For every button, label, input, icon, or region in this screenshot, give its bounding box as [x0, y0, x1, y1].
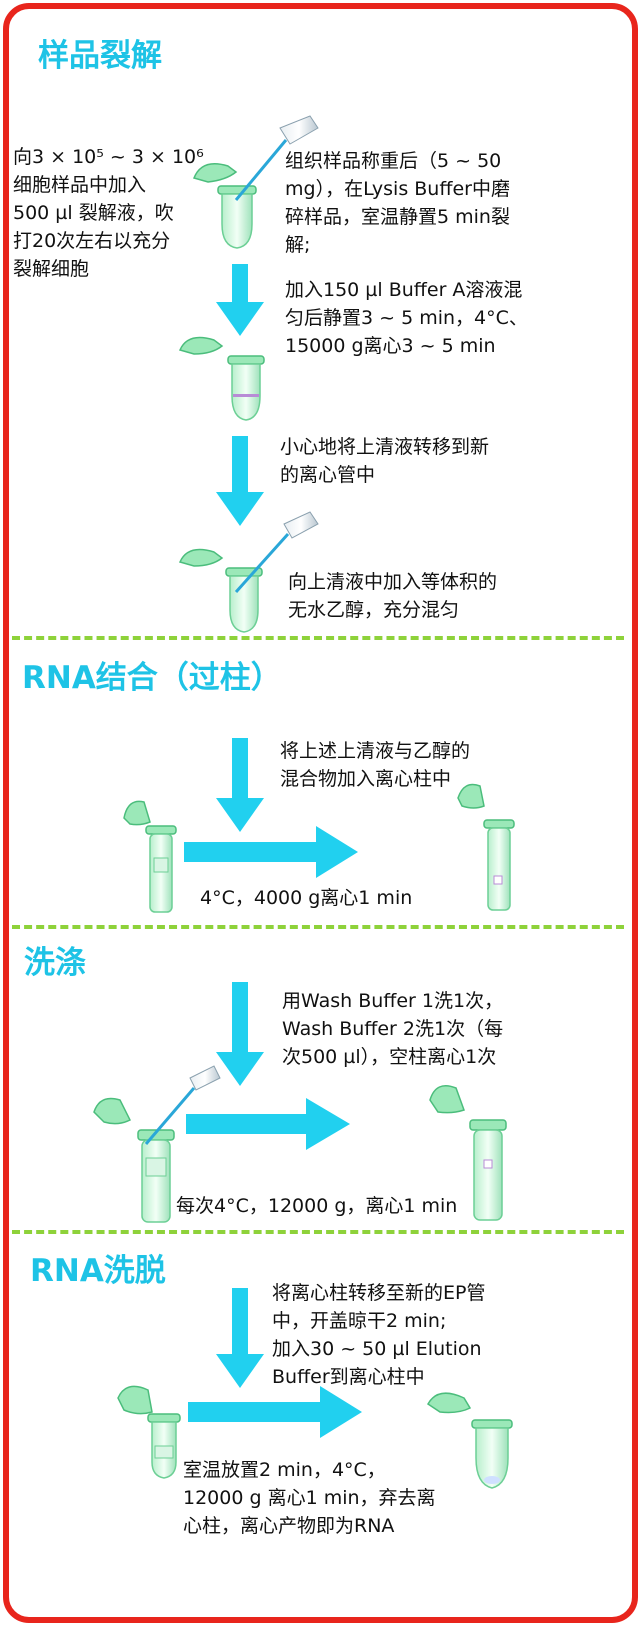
- arrow-down-icon: [216, 436, 264, 526]
- arrow-down-icon: [216, 264, 264, 336]
- load-column-text: 将上述上清液与乙醇的 混合物加入离心柱中: [280, 740, 471, 790]
- arrow-down-icon: [216, 1288, 264, 1388]
- pipette-icon: [234, 511, 319, 594]
- arrow-down-icon: [216, 738, 264, 832]
- pipette-icon: [144, 1065, 221, 1145]
- microtube-icon: [192, 163, 257, 249]
- microtube-icon: [178, 336, 265, 421]
- cells-lysis-text: 向3 × 10⁵ ~ 3 × 10⁶ 细胞样品中加入 500 µl 裂解液，吹 …: [13, 146, 204, 280]
- wash-step-text: 用Wash Buffer 1洗1次， Wash Buffer 2洗1次（每 次5…: [282, 990, 504, 1068]
- arrow-right-icon: [186, 1098, 350, 1150]
- elution-condition-text: 室温放置2 min，4°C， 12000 g 离心1 min，弃去离 心柱，离心…: [183, 1459, 436, 1537]
- spin-column-icon: [123, 800, 177, 913]
- spin-column-icon: [93, 1097, 175, 1223]
- arrow-down-icon: [216, 982, 264, 1086]
- pipette-icon: [234, 115, 319, 201]
- tissue-lysis-text: 组织样品称重后（5 ~ 50 mg），在Lysis Buffer中磨 碎样品，室…: [285, 150, 510, 256]
- spin-column-icon: [117, 1385, 181, 1479]
- section-divider: [12, 636, 624, 640]
- transfer-supernatant-text: 小心地将上清液转移到新 的离心管中: [280, 436, 490, 486]
- section-title-binding: RNA结合（过柱）: [22, 660, 282, 696]
- elution-step-text: 将离心柱转移至新的EP管 中，开盖晾干2 min; 加入30 ~ 50 µl E…: [272, 1282, 486, 1388]
- section-divider: [12, 925, 624, 929]
- arrow-right-icon: [184, 826, 358, 878]
- wash-condition-text: 每次4°C，12000 g，离心1 min: [176, 1195, 458, 1217]
- section-divider: [12, 1230, 624, 1234]
- spin-column-icon: [457, 783, 515, 911]
- outer-frame: [3, 3, 638, 1623]
- section-title-lysis: 样品裂解: [38, 38, 162, 74]
- binding-condition-text: 4°C，4000 g离心1 min: [200, 887, 413, 909]
- section-title-wash: 洗涤: [24, 945, 86, 981]
- buffer-a-step-text: 加入150 µl Buffer A溶液混 匀后静置3 ~ 5 min，4°C、 …: [285, 279, 528, 357]
- microtube-icon: [178, 548, 263, 633]
- add-ethanol-text: 向上清液中加入等体积的 无水乙醇，充分混匀: [288, 571, 498, 621]
- microtube-icon: [427, 1392, 513, 1489]
- arrow-right-icon: [188, 1386, 362, 1438]
- section-title-elution: RNA洗脱: [30, 1253, 166, 1289]
- spin-column-icon: [429, 1085, 507, 1221]
